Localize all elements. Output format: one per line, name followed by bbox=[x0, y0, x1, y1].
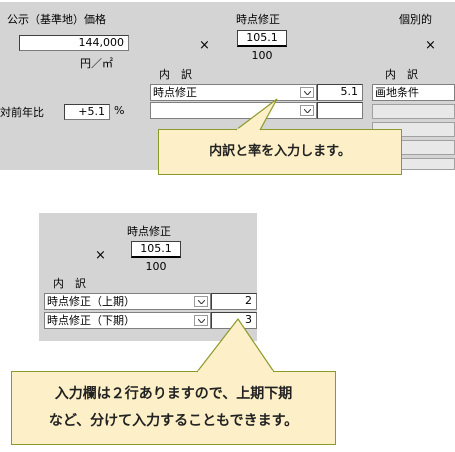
callout-top: 内訳と率を入力します。 bbox=[158, 129, 402, 175]
right-item-text-1: 画地条件 bbox=[375, 86, 419, 99]
lower-rate-numerator-field[interactable]: 105.1 bbox=[131, 241, 181, 258]
lower-breakdown-rate-field-1[interactable]: 2 bbox=[211, 293, 257, 310]
multiply-sign: × bbox=[199, 38, 210, 53]
public-price-label: 公示（基準地）価格 bbox=[7, 13, 106, 26]
right-item-select-1[interactable]: 画地条件 bbox=[372, 84, 455, 101]
yoy-label: 対前年比 bbox=[0, 106, 44, 119]
lower-breakdown-item-select-2[interactable]: 時点修正（下期） bbox=[44, 312, 211, 329]
lower-form-panel: 時点修正 × 105.1 100 内 訳 時点修正（上期） 2 時点修正（下期）… bbox=[39, 213, 257, 341]
callout-bottom-pointer bbox=[196, 318, 275, 374]
callout-top-pointer bbox=[236, 98, 278, 132]
chevron-down-icon[interactable] bbox=[300, 105, 314, 116]
multiply-sign-right: × bbox=[425, 38, 436, 53]
breakdown-item-select-1[interactable]: 時点修正 bbox=[150, 84, 317, 101]
chevron-down-icon[interactable] bbox=[194, 315, 208, 326]
breakdown-rate-field-2[interactable] bbox=[317, 102, 363, 119]
breakdown-item-text-1: 時点修正 bbox=[153, 86, 197, 99]
lower-time-adjust-label: 時点修正 bbox=[127, 225, 171, 238]
chevron-down-icon[interactable] bbox=[300, 87, 314, 98]
lower-rate-denominator: 100 bbox=[145, 260, 167, 273]
lower-multiply-sign: × bbox=[95, 248, 106, 263]
rate-denominator: 100 bbox=[251, 49, 273, 62]
right-item-row-2[interactable] bbox=[372, 104, 455, 119]
top-form-panel: 公示（基準地）価格 144,000 円／㎡ × 時点修正 105.1 100 個… bbox=[0, 0, 455, 170]
lower-breakdown-item-text-1: 時点修正（上期） bbox=[47, 295, 135, 308]
time-adjust-label: 時点修正 bbox=[236, 13, 280, 26]
panel-top-edge bbox=[0, 0, 455, 2]
lower-time-adjust-rate: 105.1 100 bbox=[125, 241, 187, 274]
individual-factor-label: 個別的 bbox=[399, 13, 432, 26]
yoy-field[interactable]: +5.1 bbox=[64, 104, 110, 120]
breakdown-item-select-2[interactable] bbox=[150, 102, 317, 119]
callout-bottom-line-2: など、分けて入力することもできます。 bbox=[48, 413, 299, 429]
lower-breakdown-item-text-2: 時点修正（下期） bbox=[47, 314, 135, 327]
callout-bottom-line-1: 入力欄は２行ありますので、上期下期 bbox=[54, 386, 293, 402]
chevron-down-icon[interactable] bbox=[194, 296, 208, 307]
callout-bottom: 入力欄は２行ありますので、上期下期 など、分けて入力することもできます。 bbox=[11, 371, 336, 445]
public-price-field[interactable]: 144,000 bbox=[19, 35, 129, 51]
breakdown-rate-field-1[interactable]: 5.1 bbox=[317, 84, 363, 101]
rate-numerator-field[interactable]: 105.1 bbox=[237, 30, 287, 47]
lower-breakdown-label: 内 訳 bbox=[53, 277, 86, 290]
lower-breakdown-item-select-1[interactable]: 時点修正（上期） bbox=[44, 293, 211, 310]
time-adjust-rate: 105.1 100 bbox=[232, 30, 292, 63]
price-unit-label: 円／㎡ bbox=[80, 57, 113, 70]
breakdown-label-right: 内 訳 bbox=[385, 68, 418, 81]
yoy-unit: % bbox=[114, 104, 125, 117]
breakdown-label: 内 訳 bbox=[159, 68, 192, 81]
